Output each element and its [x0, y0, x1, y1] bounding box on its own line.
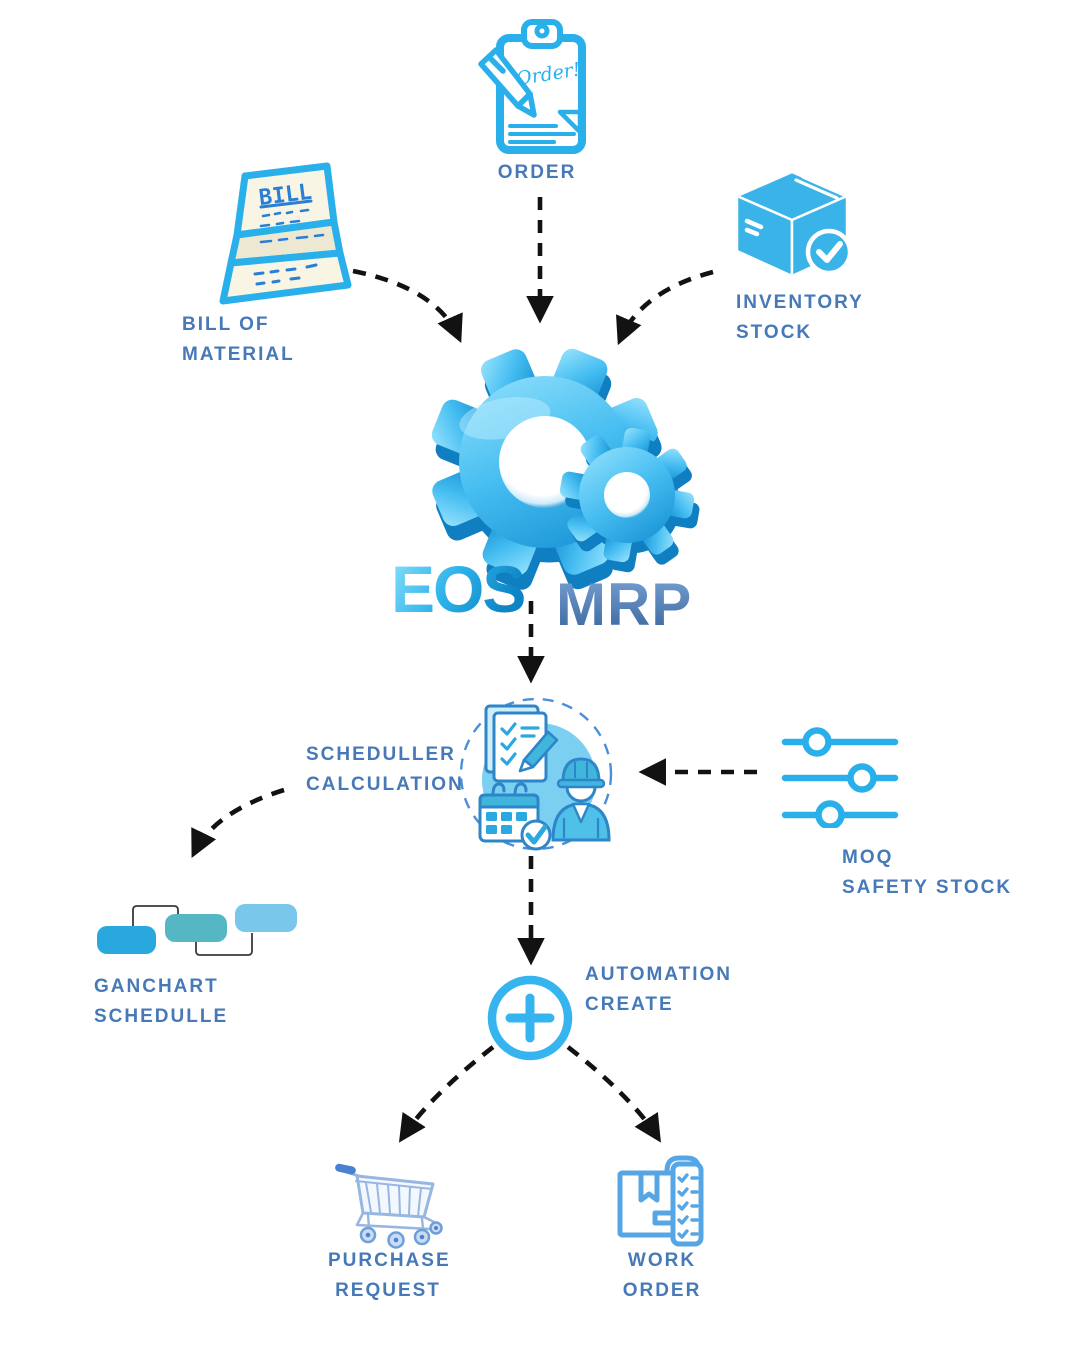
- worker-glyph: [551, 757, 611, 842]
- calendar-glyph: [478, 782, 552, 851]
- purchase-cart-icon: [335, 1163, 443, 1249]
- work-order-label: WORK ORDER: [604, 1246, 720, 1306]
- inventory-stock-label: INVENTORY STOCK: [736, 288, 864, 348]
- purchase-label-line1: PURCHASE: [328, 1250, 451, 1271]
- order-label: ORDER: [497, 162, 577, 183]
- gantt-bar-1: [97, 926, 156, 954]
- checklist-glyph: [484, 704, 559, 783]
- workorder-label-line1: WORK: [627, 1250, 697, 1271]
- arrow-bill-to-mrp: [352, 268, 463, 344]
- arrow-scheduler-to-gantt: [191, 787, 285, 858]
- automation-plus-icon: [487, 975, 573, 1061]
- inventory-label-line1: INVENTORY: [736, 292, 864, 313]
- purchase-label-line2: REQUEST: [335, 1280, 441, 1301]
- moq-sliders-icon: [781, 727, 899, 828]
- bill-of-material-label: BILL OF MATERIAL: [182, 310, 295, 370]
- bill-label-line1: BILL OF: [182, 314, 270, 335]
- moq-label-line1: MOQ: [842, 847, 894, 868]
- inventory-label-line2: STOCK: [736, 322, 813, 343]
- brand-text-eos: EOS: [391, 552, 524, 626]
- gantt-schedule-label: GANCHART SCHEDULLE: [94, 972, 228, 1032]
- scheduler-calculation-label: SCHEDULLER CALCULATION: [306, 740, 464, 800]
- scheduler-label-line1: SCHEDULLER: [306, 744, 456, 765]
- automation-create-label: AUTOMATION CREATE: [585, 960, 732, 1020]
- automation-label-line2: CREATE: [585, 994, 674, 1015]
- gantt-label-line1: GANCHART: [94, 976, 219, 997]
- small-gear: [559, 427, 700, 573]
- bill-label-line2: MATERIAL: [182, 344, 295, 365]
- scheduler-calculation-icon: [459, 697, 613, 851]
- moq-label-line2: SAFETY STOCK: [842, 877, 1013, 898]
- gantt-bar-3: [235, 904, 297, 932]
- scheduler-label-line2: CALCULATION: [306, 774, 464, 795]
- workorder-label-line2: ORDER: [622, 1280, 702, 1301]
- purchase-request-label: PURCHASE REQUEST: [328, 1246, 451, 1306]
- product-text-mrp: MRP: [556, 571, 692, 638]
- arrow-automation-to-workorder: [566, 1045, 661, 1143]
- order-clipboard-icon: Order!: [478, 19, 586, 154]
- arrow-automation-to-purchase: [398, 1045, 495, 1143]
- moq-safety-stock-label: MOQ SAFETY STOCK: [842, 843, 1012, 903]
- eos-mrp-gears-logo: EOS MRP: [391, 348, 700, 638]
- gantt-label-line2: SCHEDULLE: [94, 1006, 229, 1027]
- bill-of-material-icon: BILL: [219, 162, 352, 305]
- gantt-bar-2: [165, 914, 227, 942]
- arrow-inventory-to-mrp: [616, 269, 714, 346]
- gantt-bars-icon: [97, 904, 297, 956]
- inventory-stock-icon: [735, 170, 853, 278]
- automation-label-line1: AUTOMATION: [585, 964, 733, 985]
- work-order-icon: [617, 1155, 704, 1247]
